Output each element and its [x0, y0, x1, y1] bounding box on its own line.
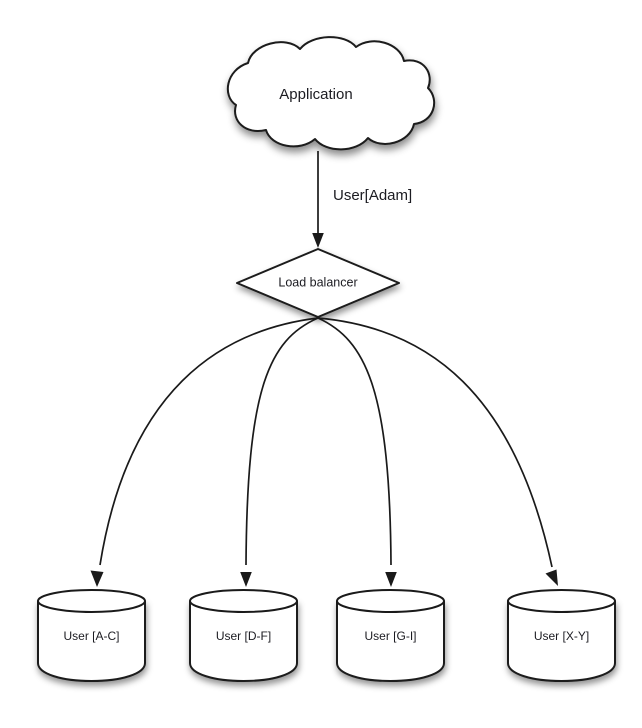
- cylinder-body-1: [189, 600, 298, 682]
- edge-balancer-to-db-gi: [317, 317, 397, 587]
- edge-balancer-to-db-xy-arrowhead: [545, 569, 558, 586]
- node-database-2[interactable]: User [G-I]: [336, 589, 445, 682]
- edge-application-to-balancer: User[Adam]: [312, 151, 412, 248]
- edge-balancer-to-db-xy-path: [317, 317, 553, 568]
- edge-application-to-balancer-arrowhead: [312, 233, 324, 248]
- node-application[interactable]: Application: [227, 36, 436, 151]
- cylinder-top-1: [189, 589, 298, 613]
- diamond-shape: [236, 248, 400, 318]
- cylinder-top-3: [507, 589, 616, 613]
- edge-balancer-to-db-gi-path: [317, 317, 392, 566]
- cylinder-top-0: [37, 589, 146, 613]
- edge-balancer-to-db-df: [240, 317, 319, 587]
- edge-balancer-to-db-df-path: [245, 317, 319, 566]
- node-database-0-label: User [A-C]: [63, 629, 119, 643]
- edge-label-user-adam: User[Adam]: [333, 187, 412, 204]
- node-database-3-label: User [X-Y]: [534, 629, 589, 643]
- edge-balancer-to-db-df-arrowhead: [240, 572, 252, 587]
- edge-balancer-to-db-gi-arrowhead: [385, 572, 397, 587]
- edge-balancer-to-db-ac: [90, 317, 319, 587]
- node-database-3[interactable]: User [X-Y]: [507, 589, 616, 682]
- edge-balancer-to-db-ac-arrowhead: [90, 570, 104, 587]
- node-load-balancer[interactable]: Load balancer: [236, 248, 400, 318]
- edge-balancer-to-db-ac-path: [99, 317, 319, 566]
- cylinder-top-2: [336, 589, 445, 613]
- node-database-0[interactable]: User [A-C]: [37, 589, 146, 682]
- node-database-2-label: User [G-I]: [364, 629, 416, 643]
- cylinder-body-3: [507, 600, 616, 682]
- cloud-shape: [227, 36, 436, 151]
- cylinder-body-2: [336, 600, 445, 682]
- cylinder-body-0: [37, 600, 146, 682]
- node-database-1-label: User [D-F]: [216, 629, 271, 643]
- node-load-balancer-label: Load balancer: [278, 275, 357, 289]
- node-database-1[interactable]: User [D-F]: [189, 589, 298, 682]
- edge-balancer-to-db-xy: [317, 317, 558, 586]
- node-application-label: Application: [279, 86, 352, 103]
